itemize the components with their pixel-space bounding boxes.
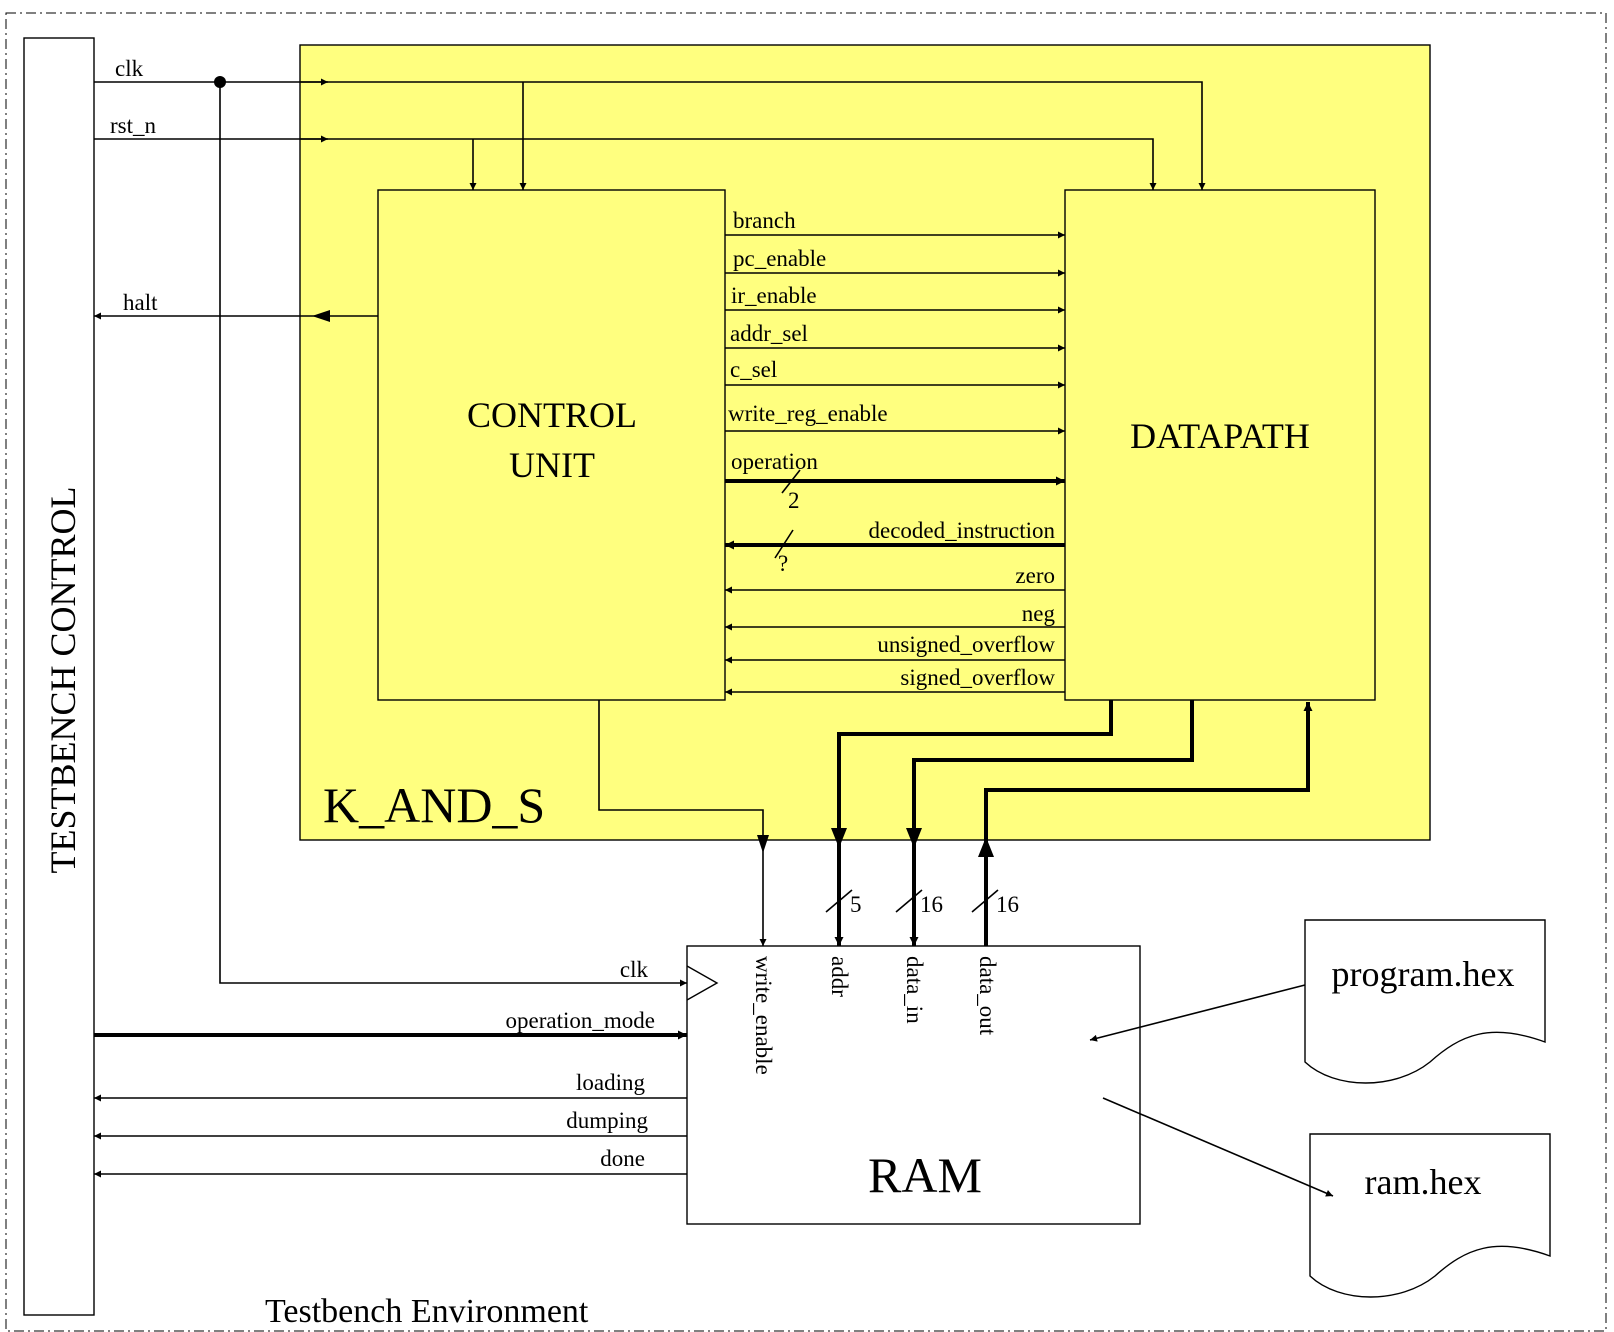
halt-boundary-arrow [312, 310, 330, 322]
data-out-width: 16 [996, 892, 1019, 917]
neg-label: neg [1022, 601, 1056, 626]
program-load-arrow [1089, 984, 1306, 1042]
data-out-bus [984, 702, 1313, 946]
ram-label: RAM [868, 1147, 982, 1203]
signed-overflow-label: signed_overflow [900, 665, 1055, 690]
halt-label: halt [123, 290, 158, 315]
ram-clk-label: clk [620, 957, 649, 982]
environment-label: Testbench Environment [265, 1293, 589, 1330]
decoded-instruction-width: ? [778, 551, 788, 576]
rst-n-label: rst_n [110, 113, 157, 138]
control-unit-label-line1: CONTROL [467, 395, 637, 435]
datapath-box [1064, 189, 1376, 701]
environment-frame [5, 12, 1607, 1332]
ram-port-data-in: data_in [902, 956, 927, 1024]
addr-sel-label: addr_sel [730, 321, 808, 346]
addr-width-slash [825, 889, 853, 913]
data-in-width-slash [895, 889, 923, 913]
operation-width-slash [781, 469, 801, 494]
operation-mode-label: operation_mode [506, 1008, 655, 1033]
done-label: done [600, 1146, 645, 1171]
addr-boundary-arrow [831, 828, 847, 848]
ram-hex-label: ram.hex [1365, 1162, 1482, 1202]
ram-port-addr: addr [827, 956, 852, 997]
ram-port-data-out: data_out [975, 956, 1000, 1036]
ram-dump-arrow [1102, 1097, 1334, 1197]
ram-box [686, 945, 1141, 1225]
data-out-width-slash [971, 889, 999, 913]
datapath-label: DATAPATH [1130, 416, 1310, 456]
c-sel-label: c_sel [730, 357, 777, 382]
addr-width: 5 [850, 892, 862, 917]
control-unit-label-line2: UNIT [509, 445, 595, 485]
write-enable-boundary-arrow [757, 835, 769, 853]
decoded-instruction-width-slash [774, 529, 794, 559]
data-out-boundary-arrow [978, 837, 994, 857]
clk-label: clk [115, 56, 144, 81]
data-in-boundary-arrow [906, 828, 922, 848]
program-hex-document [1304, 919, 1546, 1084]
ir-enable-label: ir_enable [731, 283, 817, 308]
program-hex-label: program.hex [1332, 954, 1515, 994]
k-and-s-label: K_AND_S [323, 777, 545, 833]
write-enable-wire [598, 700, 767, 946]
ram-port-write-enable: write_enable [751, 956, 776, 1075]
ram-clock-symbol [686, 965, 719, 1001]
operation-label: operation [731, 449, 818, 474]
zero-label: zero [1015, 563, 1055, 588]
ram-hex-document [1309, 1133, 1551, 1298]
control-unit-box [377, 189, 726, 701]
dumping-label: dumping [566, 1108, 648, 1133]
clk-to-ram-wire [219, 82, 687, 987]
clk-internal-wire [300, 81, 1206, 190]
write-reg-enable-label: write_reg_enable [728, 401, 888, 426]
branch-label: branch [733, 208, 796, 233]
rst-n-internal-wire [300, 138, 1157, 190]
loading-label: loading [576, 1070, 645, 1095]
data-in-width: 16 [920, 892, 943, 917]
data-in-bus [909, 700, 1194, 946]
operation-width: 2 [788, 488, 800, 513]
testbench-control-label: TESTBENCH CONTROL [43, 487, 83, 874]
testbench-control-box [23, 37, 95, 1316]
decoded-instruction-label: decoded_instruction [868, 518, 1055, 543]
unsigned-overflow-label: unsigned_overflow [877, 632, 1055, 657]
pc-enable-label: pc_enable [733, 246, 826, 271]
